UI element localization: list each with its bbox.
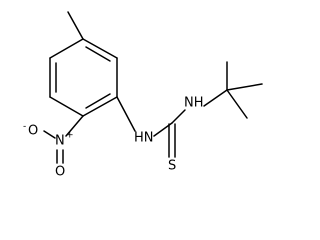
atom-label-nitro-o-upper: O [28,124,38,139]
ring-nitro-bond [65,115,84,137]
ring-bond [49,96,84,117]
methyl-bond [226,89,248,119]
charge-plus: + [66,131,74,141]
ring-bond [82,38,118,59]
nitro-group [43,115,84,164]
ring-double-bond [85,93,111,109]
carbon-nh-bond [171,109,186,124]
atom-label-hn: HN [134,131,154,146]
chemical-structure-diagram: HN NH S N + O - O [23,11,263,180]
benzene-ring [49,38,118,117]
atom-label-sulfur: S [168,159,176,174]
atom-label-nh: NH [184,96,204,111]
methyl-bond [226,83,263,91]
charge-minus: - [23,122,26,132]
tert-butyl-group [226,61,263,119]
methyl-bond [67,11,84,40]
nitro-o-bond [43,130,56,139]
ring-bond [82,96,118,117]
ring-bond [49,38,84,59]
ring-double-bond [85,46,111,62]
nh-tbutyl-bond [203,89,228,107]
aryl-nh-bond [116,96,136,132]
atom-label-nitro-o-lower: O [55,165,65,180]
atom-label-nitro-n: N [55,134,65,149]
